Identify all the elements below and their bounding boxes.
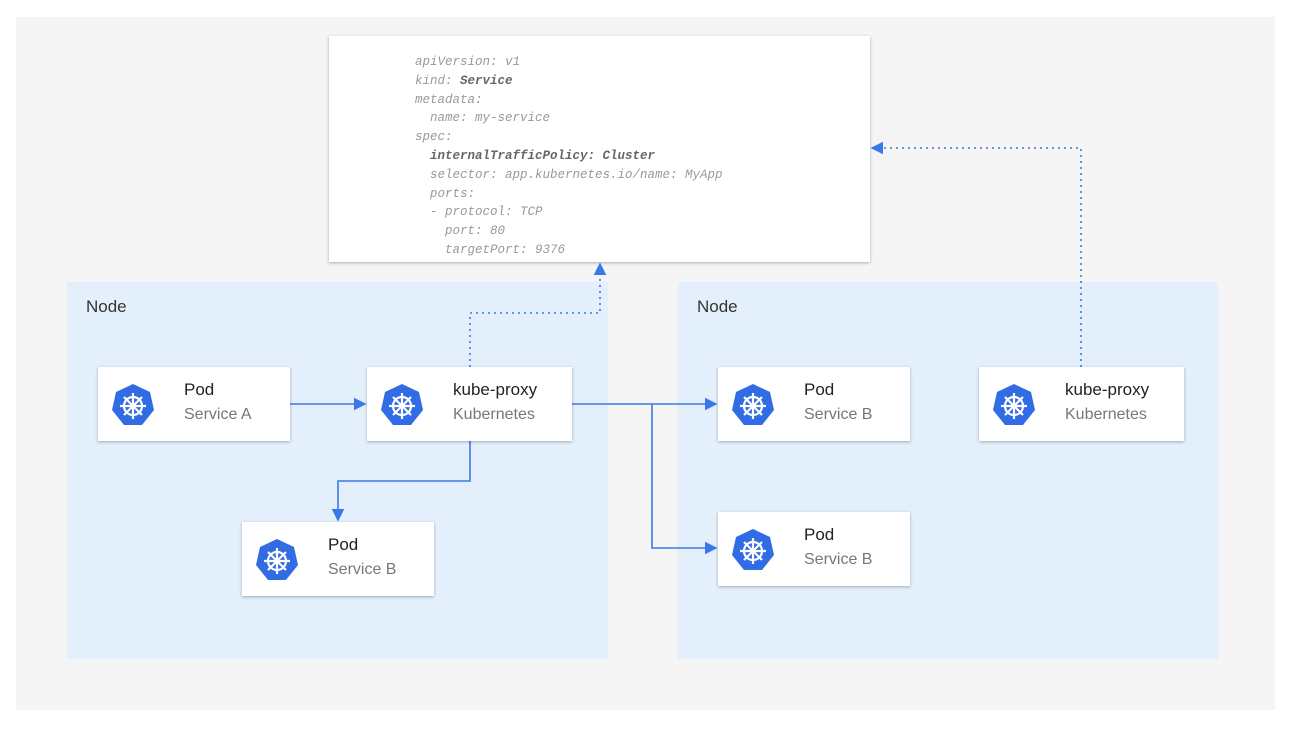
kubernetes-icon	[732, 384, 774, 425]
node-right: Node	[678, 282, 1218, 659]
card-subtitle: Service B	[804, 406, 873, 423]
card-subtitle: Service B	[328, 561, 397, 578]
card-title: kube-proxy	[1065, 380, 1150, 399]
code-line: selector: app.kubernetes.io/name: MyApp	[415, 167, 723, 182]
card-title: Pod	[184, 380, 215, 399]
card-title: kube-proxy	[453, 380, 538, 399]
kubernetes-icon	[112, 384, 154, 425]
arrow-proxy-to-left-podb	[331, 441, 471, 522]
kubernetes-icon	[381, 384, 423, 425]
code-highlight: Service	[460, 73, 513, 88]
code-line: port: 80	[415, 224, 506, 239]
kubernetes-icon	[256, 539, 298, 580]
kubernetes-icon	[993, 384, 1035, 425]
node-left: Node	[67, 282, 608, 659]
card-title: Pod	[804, 380, 835, 399]
service-spec: apiVersion: v1 kind: Service metadata: n…	[329, 36, 870, 262]
code-highlight: internalTrafficPolicy: Cluster	[415, 148, 656, 163]
card-title: Pod	[804, 525, 835, 544]
code-line: apiVersion: v1	[415, 55, 521, 69]
arrow-right-proxy-to-spec	[870, 141, 1082, 367]
node-label: Node	[697, 297, 738, 316]
code-line: spec:	[415, 130, 453, 145]
code-line: kind:	[415, 73, 461, 88]
arrow-proxy-to-spec	[469, 262, 607, 367]
card-subtitle: Service B	[804, 551, 873, 568]
card-subtitle: Kubernetes	[1065, 406, 1147, 423]
card-subtitle: Service A	[184, 406, 252, 423]
card-title: Pod	[328, 535, 359, 554]
code-line: - protocol: TCP	[415, 205, 543, 220]
code-line: name: my-service	[415, 111, 551, 126]
code-line: metadata:	[415, 92, 483, 107]
code-line: ports:	[415, 186, 476, 201]
kubernetes-icon	[732, 529, 774, 570]
code-line: targetPort: 9376	[415, 242, 566, 257]
arrow-proxy-to-right-pod2	[651, 404, 718, 555]
card-subtitle: Kubernetes	[453, 406, 535, 423]
node-label: Node	[86, 297, 127, 316]
